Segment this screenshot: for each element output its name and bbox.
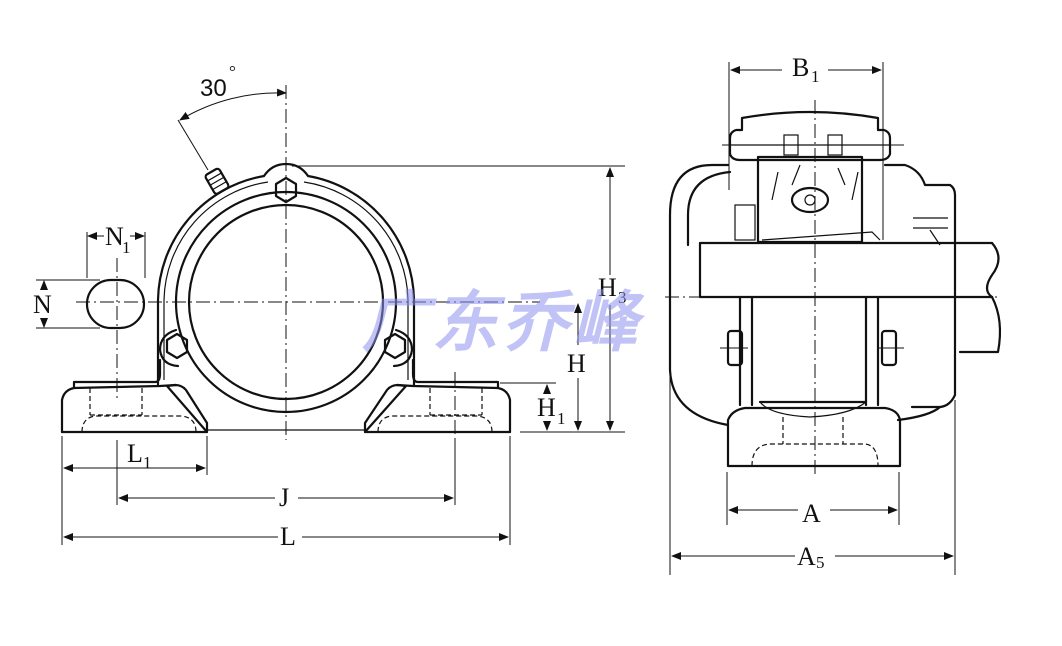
dim-H1-sub: 1 bbox=[557, 409, 566, 428]
dim-H3: H bbox=[598, 273, 617, 302]
dim-N1: N bbox=[105, 222, 124, 251]
side-housing-outer bbox=[668, 163, 730, 427]
angle-label: 30 bbox=[200, 75, 227, 102]
top-bolt-icon bbox=[274, 176, 298, 204]
side-view: B 1 A A 5 bbox=[665, 53, 1002, 575]
shaft bbox=[698, 241, 994, 299]
right-bolt-icon bbox=[383, 332, 407, 360]
dim-L1: L bbox=[127, 439, 143, 468]
dim-J: J bbox=[279, 483, 289, 512]
watermark-text: 广东乔峰 bbox=[362, 284, 646, 361]
dim-N: N bbox=[33, 290, 52, 319]
dim-A5-sub: 5 bbox=[816, 553, 825, 572]
dim-N1-sub: 1 bbox=[122, 238, 131, 257]
angle-unit: ° bbox=[229, 62, 236, 81]
side-cap bbox=[728, 110, 892, 162]
foot-slot-hole bbox=[85, 278, 146, 330]
dim-B1-sub: 1 bbox=[811, 67, 820, 86]
dim-A5: A bbox=[797, 542, 816, 571]
side-set-screw-icon bbox=[790, 186, 830, 214]
dim-H: H bbox=[567, 349, 586, 378]
dim-L: L bbox=[280, 522, 296, 551]
side-base bbox=[726, 406, 902, 468]
left-foot bbox=[60, 358, 209, 434]
dim-B1: B bbox=[792, 53, 809, 82]
dim-H1: H bbox=[537, 393, 556, 422]
dim-L1-sub: 1 bbox=[143, 453, 152, 472]
dim-A: A bbox=[802, 499, 821, 528]
dim-H3-sub: 3 bbox=[618, 288, 627, 307]
front-view: 30 ° N 1 N H 3 H H 1 L 1 bbox=[33, 62, 627, 551]
grease-fitting-icon bbox=[204, 167, 230, 195]
left-bolt-icon bbox=[165, 332, 189, 360]
